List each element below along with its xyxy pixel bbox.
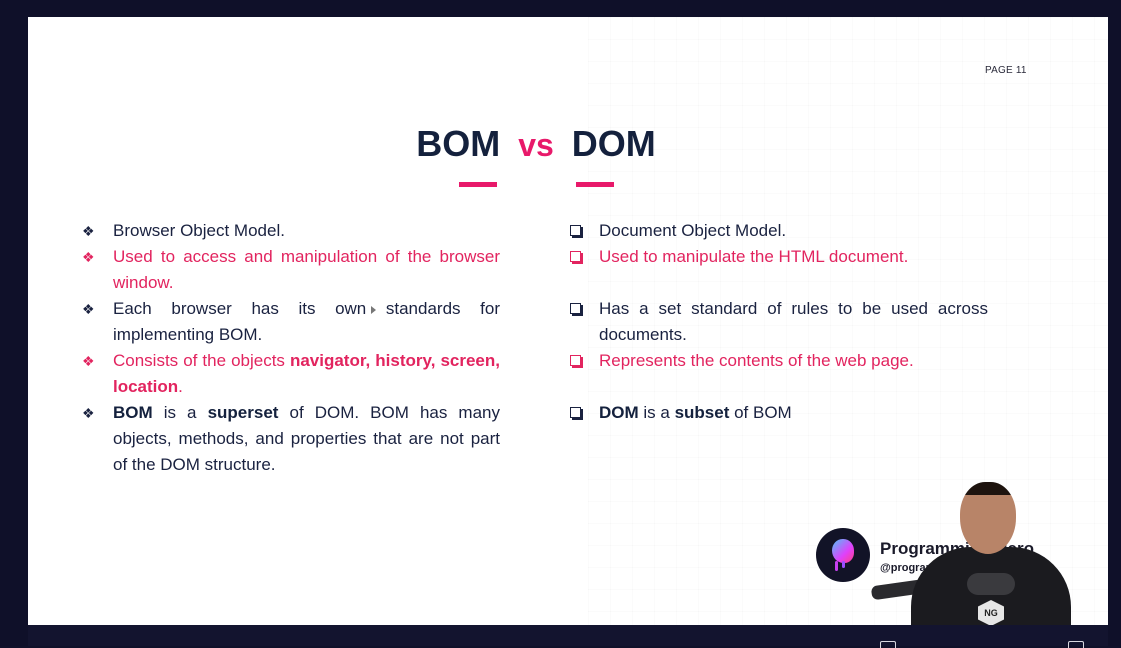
bom-item: ❖ Browser Object Model. bbox=[82, 218, 500, 244]
diamond-bullet-icon: ❖ bbox=[82, 353, 95, 369]
dom-item: Has a set standard of rules to be used a… bbox=[568, 296, 988, 348]
diamond-bullet-icon: ❖ bbox=[82, 405, 95, 421]
title-vs: vs bbox=[518, 127, 554, 163]
bom-item: ❖ BOM is a superset of DOM. BOM has many… bbox=[82, 400, 500, 478]
webcam-overlay: NG bbox=[871, 477, 1091, 625]
title-underline-bom bbox=[459, 182, 497, 187]
dom-item: DOM is a subset of BOM bbox=[568, 400, 988, 426]
bom-item: ❖ Consists of the objects navigator, his… bbox=[82, 348, 500, 400]
dom-item: Document Object Model. bbox=[568, 218, 988, 244]
square-bullet-icon bbox=[570, 407, 581, 418]
title-bom: BOM bbox=[416, 123, 501, 164]
dom-list: Document Object Model. Used to manipulat… bbox=[568, 218, 988, 426]
diamond-bullet-icon: ❖ bbox=[82, 249, 95, 265]
diamond-bullet-icon: ❖ bbox=[82, 301, 95, 317]
bom-item: ❖ Each browser has its own standards for… bbox=[82, 296, 500, 348]
dom-item: Used to manipulate the HTML document. bbox=[568, 244, 988, 270]
slide: PAGE 11 BOM vs DOM ❖ Browser Object Model.… bbox=[28, 17, 1108, 625]
title-dom: DOM bbox=[571, 123, 656, 164]
slide-title: BOM vs DOM bbox=[28, 123, 1044, 165]
player-control-bar bbox=[28, 625, 1108, 648]
square-bullet-icon bbox=[570, 251, 581, 262]
title-underline-dom bbox=[576, 182, 614, 187]
bom-item: ❖ Used to access and manipulation of the… bbox=[82, 244, 500, 296]
square-bullet-icon bbox=[570, 303, 581, 314]
square-bullet-icon bbox=[570, 355, 581, 366]
microphone-icon bbox=[967, 573, 1015, 595]
dom-item: Represents the contents of the web page. bbox=[568, 348, 988, 374]
programming-hero-logo-icon bbox=[816, 528, 870, 582]
square-bullet-icon bbox=[570, 225, 581, 236]
bom-list: ❖ Browser Object Model. ❖ Used to access… bbox=[82, 218, 500, 478]
page-number: PAGE 11 bbox=[985, 65, 1027, 76]
presenter-head bbox=[960, 482, 1016, 554]
caption-icon[interactable] bbox=[880, 641, 896, 648]
fullscreen-icon[interactable] bbox=[1068, 641, 1084, 648]
slide-background-grid bbox=[588, 17, 1108, 625]
diamond-bullet-icon: ❖ bbox=[82, 223, 95, 239]
mouse-cursor-icon bbox=[371, 306, 376, 314]
